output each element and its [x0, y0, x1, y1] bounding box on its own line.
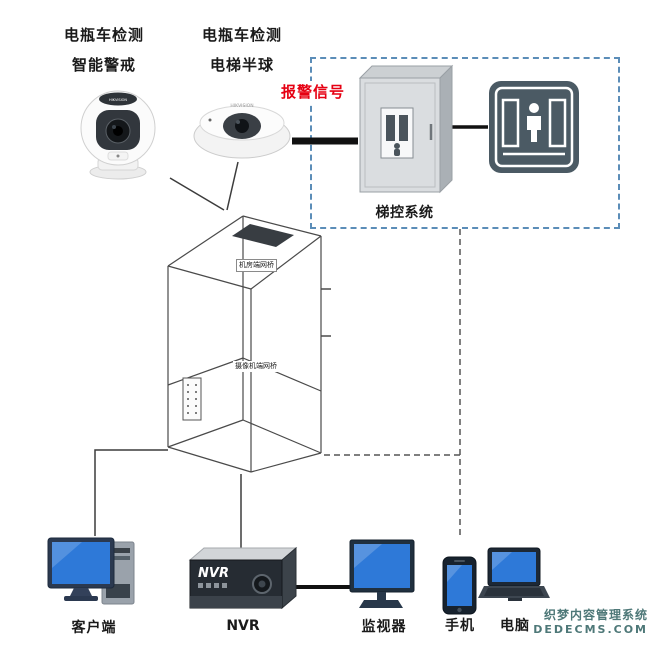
monitor-illustration	[349, 539, 415, 608]
camera1-label-line2: 智能警戒	[71, 56, 136, 74]
client-computer-illustration	[47, 537, 135, 605]
machine-room-bridge-label: 机房端网桥	[236, 259, 277, 272]
elevator-control-system-label: 梯控系统	[375, 205, 434, 221]
dome-camera-brand: HIKVISION	[230, 103, 253, 109]
control-cabinet-illustration	[358, 64, 454, 194]
camera-leader-lines	[169, 161, 239, 211]
shaft-call-panel	[182, 377, 202, 421]
elevator-shaft-wireframe	[167, 215, 331, 473]
turret-camera-brand: HIKVISION	[109, 98, 127, 102]
client-screen	[52, 542, 110, 584]
shaft-to-client-line	[94, 449, 168, 536]
monitor-screen	[354, 544, 410, 588]
nvr-label: NVR	[226, 618, 260, 634]
turret-camera-illustration: HIKVISION	[80, 90, 156, 180]
watermark-line2: DEDECMS.COM	[533, 623, 648, 636]
elevator-sign-illustration	[489, 81, 579, 173]
dome-camera-illustration: HIKVISION	[193, 103, 291, 159]
monitor-label: 监视器	[361, 619, 407, 635]
alarm-signal-label: 报警信号	[278, 81, 349, 102]
watermark-line1: 织梦内容管理系统	[543, 608, 648, 622]
phone-illustration	[442, 556, 477, 615]
phone-screen	[447, 565, 472, 606]
camera2-label-line2: 电梯半球	[209, 56, 274, 74]
laptop-illustration	[478, 547, 550, 601]
elevator-sign-person	[529, 103, 539, 113]
camera1-label-line1: 电瓶车检测	[63, 26, 144, 44]
dashed-signal-lines	[324, 229, 461, 538]
shaft-ceiling-vent-panel	[232, 224, 294, 247]
nvr-illustration: NVR	[188, 546, 298, 610]
laptop-screen	[492, 552, 536, 582]
client-label: 客户端	[71, 620, 117, 636]
camera2-label-line1: 电瓶车检测	[201, 26, 282, 44]
nvr-front-text: NVR	[198, 566, 229, 581]
laptop-label: 电脑	[500, 618, 530, 634]
camera-side-bridge-label: 摄像机端网桥	[233, 361, 279, 372]
phone-label: 手机	[445, 618, 475, 634]
